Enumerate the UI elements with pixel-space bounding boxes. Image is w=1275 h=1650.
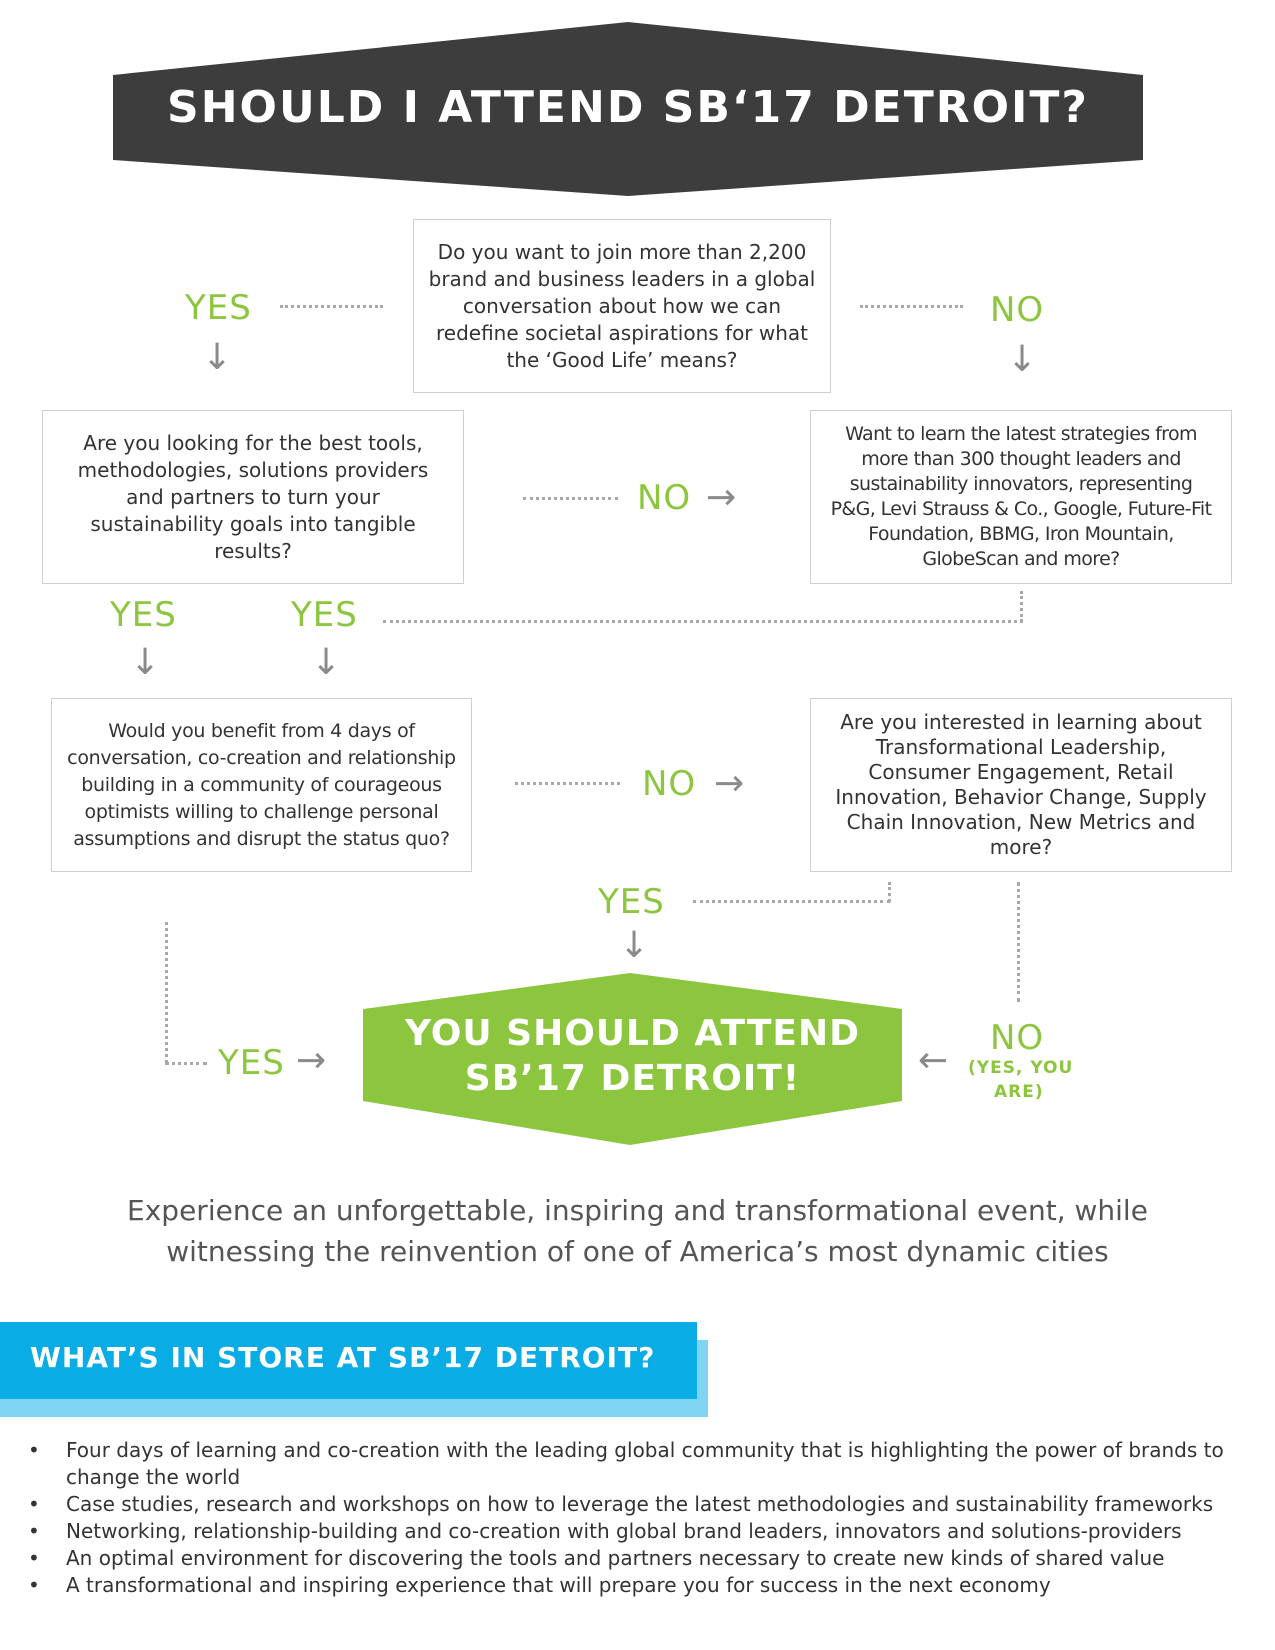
dotted-connector-q3-yes-vertical [1020,591,1023,622]
question-box-3: Want to learn the latest strategies from… [810,410,1232,584]
store-bullet-list: • Four days of learning and co-creation w… [25,1437,1225,1599]
list-item: • A transformational and inspiring experi… [25,1572,1225,1599]
label-no-q5: NO [990,1018,1045,1058]
dotted-connector-q2-no [523,497,618,500]
question-text-3: Want to learn the latest strategies from… [830,423,1212,570]
dotted-connector-top-left [280,305,383,308]
list-item: • Networking, relationship-building and c… [25,1518,1225,1545]
label-no-q2: NO [637,478,692,518]
list-item: • Four days of learning and co-creation w… [25,1437,1225,1491]
list-item-text: An optimal environment for discovering t… [66,1546,1165,1570]
label-no-top: NO [990,290,1045,330]
list-item: • An optimal environment for discovering … [25,1545,1225,1572]
result-banner [363,973,902,1145]
question-text-2: Are you looking for the best tools, meth… [77,430,429,563]
label-yes-top: YES [185,288,252,328]
list-item-text: A transformational and inspiring experie… [66,1573,1051,1597]
label-no-q4: NO [642,764,697,804]
arrow-down-icon: ↓ [1007,339,1038,380]
list-item-text: Four days of learning and co-creation wi… [66,1438,1224,1489]
label-yes-q2: YES [110,595,177,635]
question-box-5: Are you interested in learning about Tra… [810,698,1232,872]
store-title: WHAT’S IN STORE AT SB’17 DETROIT? [30,1341,656,1374]
title-banner [113,22,1143,196]
question-text-5: Are you interested in learning about Tra… [835,710,1207,859]
arrow-right-icon: → [714,763,745,804]
dotted-connector-q4-yes [165,1062,207,1065]
arrow-right-icon: → [296,1040,327,1081]
dotted-connector-q3-yes [383,620,1023,623]
arrow-left-icon: ← [918,1040,949,1081]
dotted-connector-q4-yes-vertical [165,922,168,1063]
question-text-4: Would you benefit from 4 days of convers… [67,719,456,850]
label-yes-q5: YES [598,882,665,922]
label-no-note-line1: (YES, YOU [968,1058,1074,1078]
list-item-text: Networking, relationship-building and co… [66,1519,1182,1543]
arrow-down-icon: ↓ [311,642,342,683]
list-item-text: Case studies, research and workshops on … [66,1492,1214,1516]
bullet-icon: • [28,1546,40,1570]
question-box-2: Are you looking for the best tools, meth… [42,410,464,584]
label-yes-q3: YES [291,595,358,635]
arrow-right-icon: → [706,477,737,518]
bullet-icon: • [28,1438,40,1462]
label-no-note-line2: ARE) [994,1082,1044,1102]
question-text-1: Do you want to join more than 2,200 bran… [428,239,816,372]
arrow-down-icon: ↓ [130,642,161,683]
arrow-down-icon: ↓ [202,337,233,378]
dotted-connector-q5-yes-vertical [888,882,891,902]
dotted-connector-q4-no [515,782,620,785]
dotted-connector-q5-yes [693,900,890,903]
tagline: Experience an unforgettable, inspiring a… [127,1194,1148,1268]
dotted-connector-top-right [860,305,963,308]
question-box-1: Do you want to join more than 2,200 bran… [413,219,831,393]
list-item: • Case studies, research and workshops on… [25,1491,1225,1518]
bullet-icon: • [28,1492,40,1516]
store-header [0,1322,697,1399]
arrow-down-icon: ↓ [619,925,650,966]
label-yes-q4: YES [218,1043,285,1083]
result-text-line1: YOU SHOULD ATTEND [404,1013,860,1054]
bullet-icon: • [28,1573,40,1597]
page-title: SHOULD I ATTEND SB‘17 DETROIT? [167,82,1089,133]
bullet-icon: • [28,1519,40,1543]
dotted-connector-q5-no-vertical [1017,882,1020,1002]
result-text-line2: SB’17 DETROIT! [464,1058,801,1099]
question-box-4: Would you benefit from 4 days of convers… [51,698,472,872]
